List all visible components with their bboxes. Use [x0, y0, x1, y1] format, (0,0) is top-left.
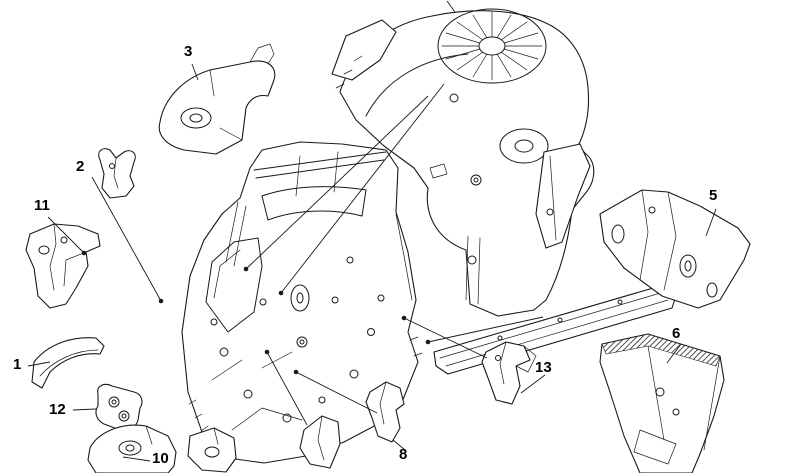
callout-13: 13 [535, 359, 552, 376]
bracket-part-3 [158, 43, 276, 155]
panel-part-10 [87, 424, 177, 473]
bracket-part-5 [599, 189, 751, 309]
callout-11: 11 [34, 197, 50, 214]
callout-3: 3 [184, 43, 193, 60]
leader-dots [81, 250, 431, 375]
rail-part-6 [599, 333, 725, 473]
support-part-11 [25, 223, 101, 309]
callout-6: 6 [672, 325, 681, 342]
bracket-part-2 [98, 148, 136, 199]
bracket-part-12 [95, 383, 143, 432]
callout-1: 1 [13, 356, 22, 373]
callout-5: 5 [709, 187, 718, 204]
callout-12: 12 [49, 401, 66, 418]
front-panel-assembly [181, 141, 423, 473]
callout-8: 8 [399, 446, 408, 463]
callout-10: 10 [152, 450, 169, 467]
leader-lines [27, 0, 717, 462]
small-bracket-center [299, 415, 341, 469]
wheel-housing-assembly [331, 8, 595, 317]
bracket-part-13 [481, 341, 537, 405]
strap-part-1 [31, 337, 105, 389]
bracket-part-8 [365, 381, 405, 443]
callout-2: 2 [76, 158, 85, 175]
